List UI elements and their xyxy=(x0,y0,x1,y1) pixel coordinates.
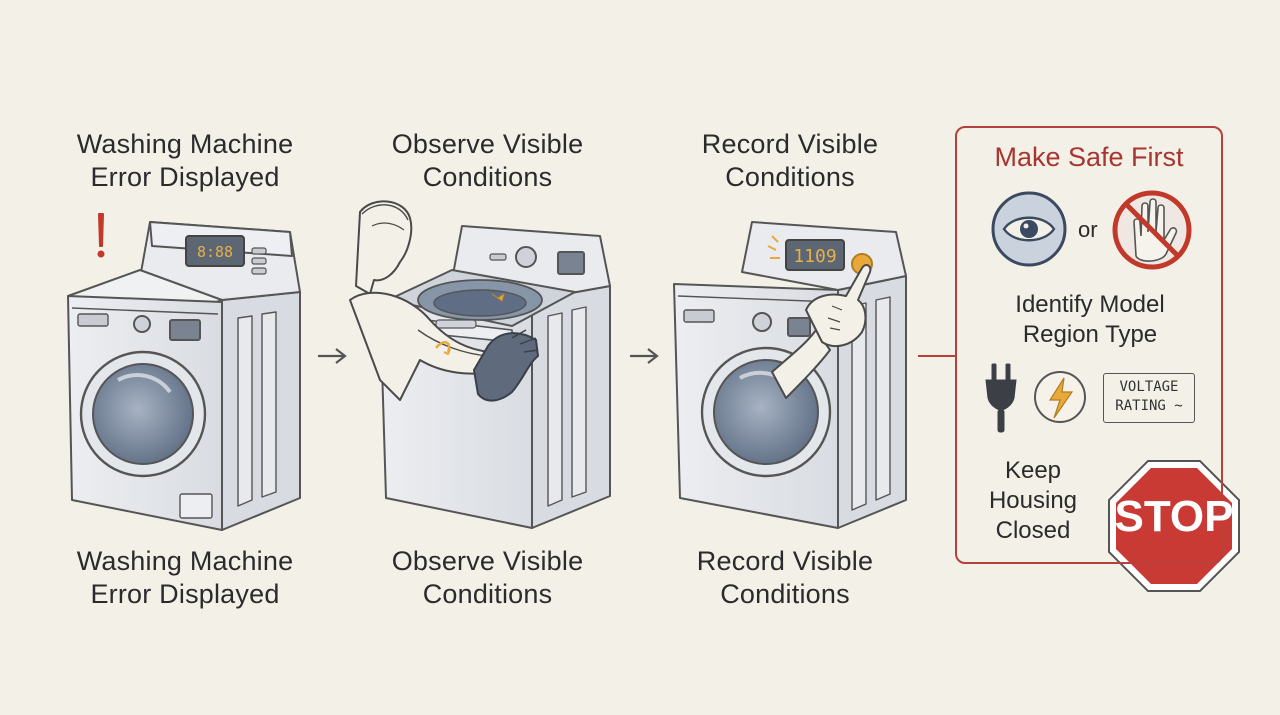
no-touch-hand-icon xyxy=(1112,190,1192,270)
exclamation-icon xyxy=(97,213,105,258)
washing-machine-3: 1109 xyxy=(673,221,907,529)
svg-text:8:88: 8:88 xyxy=(197,243,233,261)
or-label: or xyxy=(1078,217,1098,242)
safety-panel: Make Safe First xyxy=(955,126,1223,564)
stop-sign-label: STOP xyxy=(1114,492,1234,541)
arrow-right-icon xyxy=(630,348,659,364)
washing-machine-2 xyxy=(349,200,611,529)
lightning-icon xyxy=(1034,371,1086,423)
safety-panel-title: Make Safe First xyxy=(994,142,1184,172)
eye-icon xyxy=(991,191,1067,267)
machine3-display: 1109 xyxy=(793,246,836,267)
power-plug-icon xyxy=(985,363,1017,433)
arrow-right-icon xyxy=(318,348,347,364)
washing-machine-1: 8:88 xyxy=(67,213,301,531)
stop-sign-icon xyxy=(1108,460,1240,592)
